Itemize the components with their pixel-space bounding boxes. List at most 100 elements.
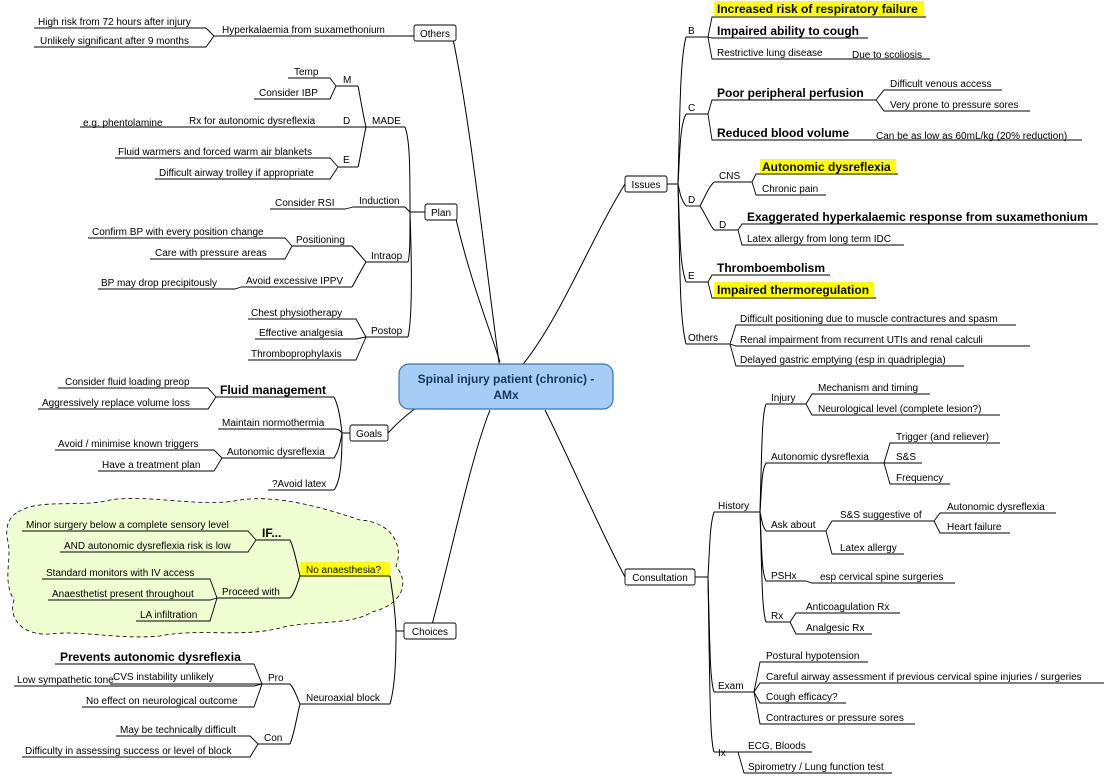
ask-latex-node: Latex allergy — [840, 543, 897, 554]
anaesthetist-present-node: Anaesthetist present throughout — [52, 589, 194, 600]
intraop-node: Intraop — [371, 251, 403, 262]
hyperkalaemic-node: Exaggerated hyperkalaemic response from … — [747, 210, 1088, 224]
central-title-line2: AMx — [493, 388, 519, 402]
thermoregulation-node: Impaired thermoregulation — [717, 283, 869, 297]
prevents-ad-node: Prevents autonomic dysreflexia — [60, 650, 241, 664]
high-risk-node: High risk from 72 hours after injury — [38, 17, 191, 28]
airway-trolley-node: Difficult airway trolley if appropriate — [159, 168, 314, 179]
ss-suggestive-node: S&S suggestive of — [840, 510, 922, 521]
consultation-label: Consultation — [632, 573, 688, 584]
neuro-level-node: Neurological level (complete lesion?) — [818, 404, 981, 415]
others-label: Others — [420, 29, 450, 40]
treatment-plan-node: Have a treatment plan — [102, 460, 200, 471]
history-ad-node: Autonomic dysreflexia — [771, 452, 869, 463]
resp-failure-node: Increased risk of respiratory failure — [717, 2, 918, 16]
avoid-latex-node: ?Avoid latex — [272, 479, 326, 490]
pressure-sores-node: Very prone to pressure sores — [890, 100, 1018, 111]
issues-others: Others — [688, 333, 718, 344]
hyperkalaemia-node: Hyperkalaemia from suxamethonium — [222, 25, 385, 36]
made-node: MADE — [372, 116, 401, 127]
rx-node: Rx — [771, 611, 783, 622]
resp-failure-highlight — [714, 1, 924, 16]
proceed-with-node: Proceed with — [222, 587, 280, 598]
pressure-areas-node: Care with pressure areas — [155, 248, 267, 259]
consider-rsi-node: Consider RSI — [275, 198, 334, 209]
no-anaesthesia-node: No anaesthesia? — [306, 565, 381, 576]
central-title-line1: Spinal injury patient (chronic) - — [418, 372, 595, 386]
cough-efficacy-node: Cough efficacy? — [766, 692, 838, 703]
analgesic-rx-node: Analgesic Rx — [806, 623, 864, 634]
low-tone-node: Low sympathetic tone — [17, 675, 114, 686]
fluid-management-node: Fluid management — [220, 383, 326, 397]
choices-label: Choices — [412, 627, 448, 638]
avoid-ippv-node: Avoid excessive IPPV — [246, 276, 343, 287]
pshx-node: PSHx — [771, 571, 797, 582]
cvs-node: CVS instability unlikely — [113, 672, 214, 683]
injury-node: Injury — [771, 393, 795, 404]
renal-node: Renal impairment from recurrent UTIs and… — [740, 335, 983, 346]
la-infiltration-node: LA infiltration — [140, 610, 197, 621]
rx-ad-node: Rx for autonomic dysreflexia — [189, 116, 316, 127]
frequency-node: Frequency — [896, 473, 943, 484]
pro-node: Pro — [268, 673, 284, 684]
goals-ad-node: Autonomic dysreflexia — [227, 447, 325, 458]
avoid-triggers-node: Avoid / minimise known triggers — [58, 439, 198, 450]
spirometry-node: Spirometry / Lung function test — [748, 762, 884, 773]
latex-idc-node: Latex allergy from long term IDC — [747, 234, 891, 245]
temp-node: Temp — [294, 67, 319, 78]
ss-node: S&S — [896, 452, 916, 463]
restrictive-node: Restrictive lung disease — [717, 48, 823, 59]
cervical-surgeries-node: esp cervical spine surgeries — [820, 572, 943, 583]
trigger-node: Trigger (and reliever) — [896, 432, 989, 443]
others-node[interactable] — [413, 24, 457, 42]
positioning-node: Positioning — [296, 235, 345, 246]
difficult-positioning-node: Difficult positioning due to muscle cont… — [740, 314, 998, 325]
mechanism-node: Mechanism and timing — [818, 383, 918, 394]
postural-node: Postural hypotension — [766, 651, 859, 662]
if-node: IF... — [262, 526, 281, 540]
goals-label: Goals — [356, 429, 382, 440]
ad-risk-low-node: AND autonomic dysreflexia risk is low — [64, 541, 231, 552]
issues-d: D — [688, 195, 695, 206]
minor-surgery-node: Minor surgery below a complete sensory l… — [26, 520, 229, 531]
choices-cloud — [6, 498, 404, 638]
normothermia-node: Maintain normothermia — [222, 418, 325, 429]
ask-ad-node: Autonomic dysreflexia — [947, 502, 1045, 513]
venous-access-node: Difficult venous access — [890, 79, 992, 90]
con-node: Con — [264, 733, 282, 744]
gastric-node: Delayed gastric emptying (esp in quadrip… — [740, 355, 946, 366]
cough-node: Impaired ability to cough — [717, 24, 859, 38]
fluid-preop-node: Consider fluid loading preop — [65, 377, 190, 388]
exam-node: Exam — [718, 681, 744, 692]
chronic-pain-node: Chronic pain — [762, 184, 818, 195]
blood-volume-node: Reduced blood volume — [717, 126, 849, 140]
anticoag-node: Anticoagulation Rx — [806, 602, 889, 613]
main-branches — [387, 33, 626, 633]
made-d: D — [343, 116, 350, 127]
unlikely-node: Unlikely significant after 9 months — [40, 36, 189, 47]
ecg-bloods-node: ECG, Bloods — [748, 741, 806, 752]
no-effect-node: No effect on neurological outcome — [86, 696, 238, 707]
postop-node: Postop — [371, 326, 403, 337]
heart-failure-node: Heart failure — [947, 522, 1002, 533]
issues-b: B — [688, 26, 695, 37]
warmers-node: Fluid warmers and forced warm air blanke… — [118, 147, 312, 158]
ix-node: Ix — [718, 748, 726, 759]
ask-about-node: Ask about — [771, 520, 816, 531]
history-node: History — [718, 501, 749, 512]
technically-difficult-node: May be technically difficult — [120, 725, 236, 736]
no-anaesthesia-highlight — [300, 562, 390, 576]
central-node[interactable] — [398, 363, 614, 410]
analgesia-node: Effective analgesia — [259, 328, 343, 339]
physio-node: Chest physiotherapy — [251, 308, 342, 319]
confirm-bp-node: Confirm BP with every position change — [92, 227, 264, 238]
issues-d2: D — [719, 220, 726, 231]
thromboembolism-node: Thromboembolism — [717, 261, 825, 275]
issues-ad-highlight — [760, 159, 896, 173]
plan-label: Plan — [431, 208, 451, 219]
issues-c: C — [688, 103, 695, 114]
made-m: M — [343, 75, 351, 86]
scoliosis-node: Due to scoliosis — [852, 50, 922, 61]
assessing-difficulty-node: Difficulty in assessing success or level… — [25, 746, 233, 757]
